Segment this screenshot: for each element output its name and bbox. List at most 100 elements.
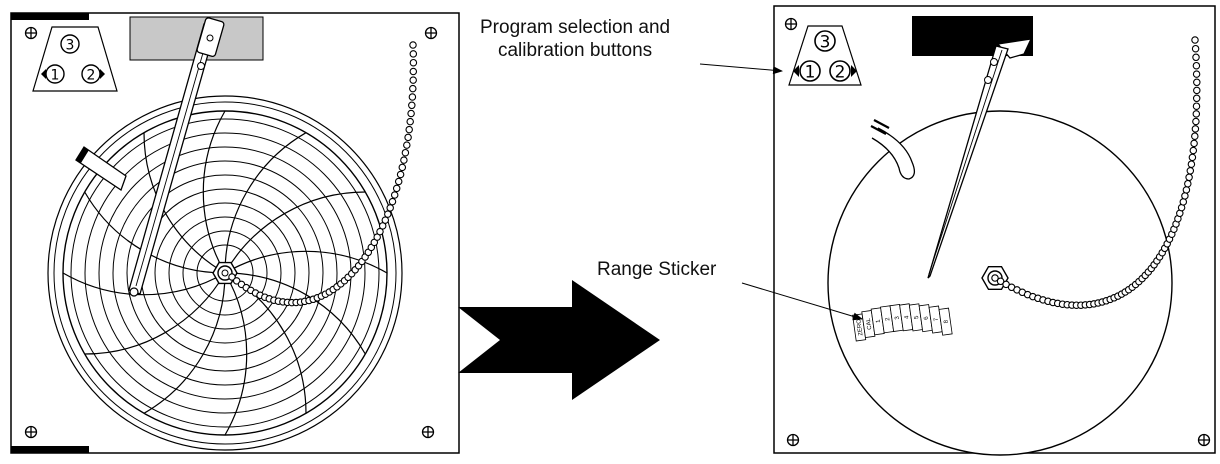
chain-bead bbox=[1191, 36, 1199, 44]
chain-bead bbox=[228, 273, 236, 281]
chart-clip bbox=[870, 119, 916, 180]
program-button-2[interactable]: 2 bbox=[87, 68, 96, 84]
right-recorder-panel: 3 1 2 bbox=[773, 5, 1216, 456]
chain-bead bbox=[1192, 102, 1201, 110]
chart-time-arc bbox=[62, 272, 226, 296]
program-button-1[interactable]: 1 bbox=[805, 63, 816, 83]
range-sticker-cell bbox=[938, 307, 953, 336]
chain-bead bbox=[1188, 153, 1197, 162]
program-button-3[interactable]: 3 bbox=[820, 33, 831, 53]
range-sticker-cell-label: 2 bbox=[885, 316, 891, 321]
pen-arm bbox=[128, 17, 225, 297]
pen-arm bbox=[927, 38, 1033, 279]
range-sticker-cell-label: 1 bbox=[876, 318, 882, 323]
range-sticker-cell-label: CAL bbox=[866, 317, 874, 330]
program-button-1[interactable]: 1 bbox=[51, 68, 60, 84]
chain-bead bbox=[408, 101, 416, 110]
chain-bead bbox=[409, 84, 417, 93]
hinge-mark-top bbox=[11, 13, 89, 20]
chart-time-arc bbox=[143, 272, 226, 414]
chain-bead bbox=[409, 58, 418, 67]
chart-time-arc bbox=[224, 191, 366, 274]
chain-bead bbox=[394, 177, 403, 186]
range-sticker-cell-label: 5 bbox=[914, 314, 920, 319]
chain-bead bbox=[1191, 44, 1200, 53]
chain-bead bbox=[1192, 61, 1201, 70]
range-sticker-cell-label: 3 bbox=[894, 315, 900, 320]
chain-bead bbox=[409, 76, 417, 84]
chain-bead bbox=[381, 216, 390, 224]
transition-arrow bbox=[458, 280, 660, 400]
chain-bead bbox=[1187, 160, 1196, 168]
chain-bead bbox=[1179, 198, 1188, 206]
screw-icon bbox=[424, 26, 438, 40]
chain-bead bbox=[1185, 173, 1193, 182]
chain-bead bbox=[1184, 179, 1192, 188]
left-recorder-panel: 3 1 2 bbox=[10, 12, 460, 454]
chain-bead bbox=[396, 170, 405, 179]
range-sticker-cell-label: ZERO bbox=[856, 318, 864, 336]
chain-bead bbox=[404, 133, 412, 142]
button-keypad: 3 1 2 bbox=[788, 25, 862, 86]
chain-bead bbox=[406, 117, 414, 126]
screw-icon bbox=[24, 425, 38, 439]
chart-time-arc bbox=[224, 132, 307, 274]
screw-icon bbox=[24, 26, 38, 40]
program-buttons-leader bbox=[699, 63, 783, 75]
chain-bead bbox=[1190, 139, 1198, 148]
chain-bead bbox=[384, 210, 392, 218]
chain-bead bbox=[996, 277, 1005, 286]
chain-bead bbox=[409, 41, 417, 49]
chain-bead bbox=[1191, 132, 1199, 140]
chain-bead bbox=[408, 93, 417, 101]
callout-line-2: calibration buttons bbox=[497, 40, 653, 61]
chart-time-arc bbox=[143, 132, 226, 274]
callout-line-1: Program selection and bbox=[480, 17, 671, 38]
chain-bead bbox=[401, 148, 410, 157]
chain-bead bbox=[1192, 94, 1201, 103]
chain-bead bbox=[1189, 146, 1198, 155]
program-button-2[interactable]: 2 bbox=[835, 63, 846, 83]
range-sticker-cell-label: 7 bbox=[933, 317, 939, 322]
chain-bead bbox=[386, 204, 394, 212]
chain-bead bbox=[1186, 167, 1195, 175]
range-sticker-label: Range Sticker bbox=[597, 259, 717, 280]
chain-bead bbox=[1191, 125, 1200, 133]
hinge-mark-bottom bbox=[11, 446, 89, 453]
chain-bead bbox=[409, 50, 418, 58]
chain-bead bbox=[1192, 117, 1200, 126]
chain-bead bbox=[1181, 192, 1189, 200]
circular-chart-paper bbox=[47, 95, 403, 451]
chain-bead bbox=[1192, 70, 1201, 78]
screw-icon bbox=[786, 433, 800, 447]
screw-icon bbox=[784, 17, 798, 31]
range-sticker-cell-label: 8 bbox=[943, 319, 949, 324]
chain-bead bbox=[392, 184, 401, 193]
bead-chain bbox=[228, 41, 418, 307]
program-button-3[interactable]: 3 bbox=[66, 38, 75, 54]
chain-bead bbox=[390, 191, 399, 199]
chain-bead bbox=[1193, 78, 1201, 87]
chart-time-arc bbox=[224, 272, 366, 355]
chain-bead bbox=[405, 125, 413, 134]
screw-icon bbox=[1197, 433, 1211, 447]
screw-icon bbox=[421, 425, 435, 439]
chain-bead bbox=[1182, 186, 1191, 194]
chain-bead bbox=[407, 109, 415, 118]
chart-time-arc bbox=[84, 272, 226, 355]
bead-chain bbox=[991, 36, 1201, 309]
range-sticker-leader bbox=[741, 282, 863, 321]
chain-bead bbox=[400, 156, 408, 164]
chart-time-arc bbox=[224, 272, 248, 436]
chain-bead bbox=[409, 67, 418, 76]
chain-bead bbox=[388, 197, 397, 206]
range-sticker-cell-label: 4 bbox=[904, 314, 910, 319]
chain-bead bbox=[991, 274, 999, 282]
chain-bead bbox=[1193, 86, 1201, 95]
chart-time-arc bbox=[224, 250, 388, 274]
chain-bead bbox=[403, 141, 411, 149]
chain-bead bbox=[1192, 110, 1201, 118]
chart-time-arc bbox=[202, 110, 226, 274]
